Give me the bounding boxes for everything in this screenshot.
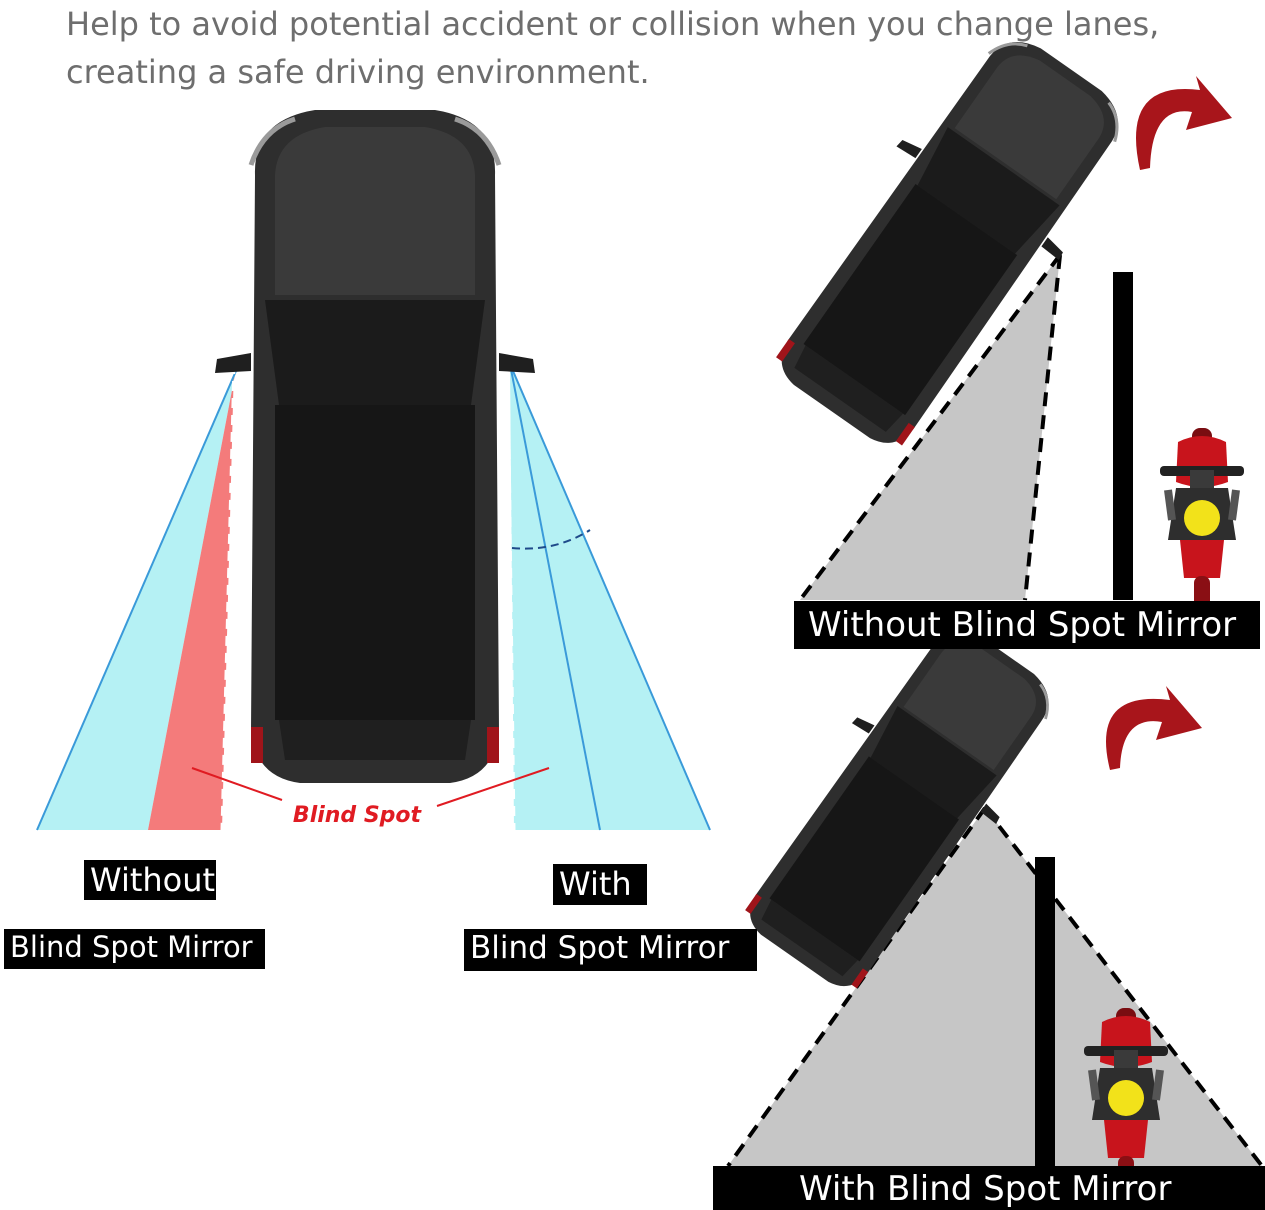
panel-bottom-scene — [721, 603, 1264, 1190]
bottom-turn-arrow-icon — [1106, 686, 1202, 770]
bottom-lane-divider — [1035, 857, 1055, 1166]
left-with-label: With — [553, 864, 647, 905]
left-without-label: Without — [84, 860, 216, 900]
panel-top-caption: Without Blind Spot Mirror — [794, 601, 1260, 649]
top-lane-divider — [1113, 272, 1133, 600]
blind-spot-label: Blind Spot — [293, 803, 423, 828]
left-view-zones — [36, 363, 711, 831]
top-turn-arrow-icon — [1136, 76, 1232, 170]
panel-bottom-caption: With Blind Spot Mirror — [713, 1166, 1265, 1210]
left-car — [215, 110, 535, 783]
left-with-sub-label: Blind Spot Mirror — [464, 929, 757, 971]
panel-top-scene — [749, 11, 1244, 610]
top-rider — [1160, 428, 1244, 610]
left-without-sub-label: Blind Spot Mirror — [4, 929, 265, 969]
left-blind-zone — [148, 364, 237, 830]
blind-spot-pointers — [191, 767, 550, 807]
headline: Help to avoid potential accident or coll… — [66, 5, 1160, 91]
